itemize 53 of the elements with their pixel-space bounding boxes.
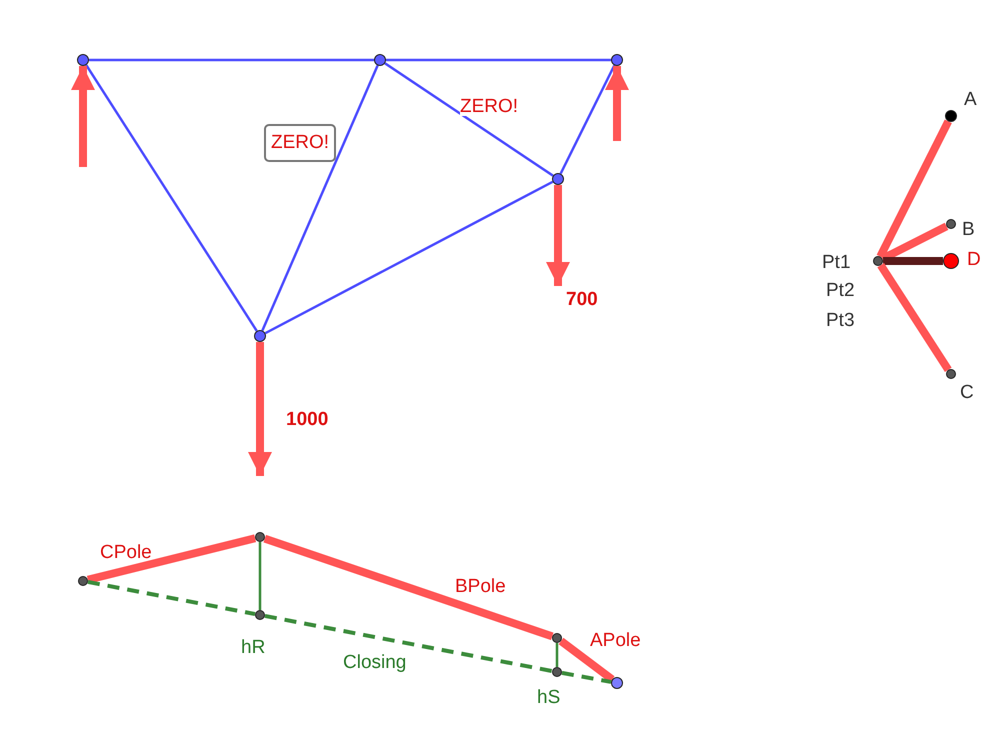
force-arrow [546, 185, 570, 286]
edge-label: CPole [100, 543, 152, 562]
line-segment [556, 643, 558, 667]
point [945, 110, 957, 122]
point [943, 253, 959, 269]
force-arrow [71, 66, 95, 167]
point-label: D [967, 250, 981, 269]
point [255, 532, 265, 542]
point [946, 369, 956, 379]
force-arrow [248, 342, 272, 476]
point-label: Pt3 [826, 311, 855, 330]
truss-joint [77, 54, 89, 66]
point [552, 633, 562, 643]
dashed-line [88, 580, 256, 616]
point [611, 677, 623, 689]
point [255, 610, 265, 620]
edge-label: BPole [455, 577, 506, 596]
point [873, 256, 883, 266]
line-segment [85, 64, 258, 332]
point-label: B [962, 220, 975, 239]
line-segment [386, 58, 611, 62]
line-segment [263, 534, 554, 640]
line-segment [876, 120, 952, 258]
callout-box: ZERO! [264, 124, 336, 162]
dashed-line [264, 614, 552, 674]
line-segment [384, 62, 554, 177]
line-segment [258, 542, 262, 610]
dashed-line [562, 670, 612, 684]
force-arrow [605, 66, 629, 141]
edge-label: ZERO! [460, 97, 518, 116]
point [552, 667, 562, 677]
truss-joint [552, 173, 564, 185]
truss-joint [611, 54, 623, 66]
point-label: A [964, 90, 977, 109]
edge-label: APole [590, 631, 641, 650]
point-label: C [960, 383, 974, 402]
edge-label: Closing [343, 653, 406, 672]
line-segment [883, 257, 943, 265]
truss-joint [374, 54, 386, 66]
line-segment [89, 58, 374, 62]
line-segment [264, 180, 554, 334]
point-label: Pt1 [822, 253, 851, 272]
point-label: Pt2 [826, 281, 855, 300]
line-segment [86, 534, 256, 584]
point [946, 219, 956, 229]
truss-joint [254, 330, 266, 342]
line-segment [261, 65, 379, 331]
line-segment [877, 263, 952, 372]
line-segment [558, 638, 615, 683]
edge-label: 1000 [286, 410, 328, 429]
edge-label: 700 [566, 290, 598, 309]
point [78, 576, 88, 586]
line-segment [560, 64, 616, 174]
